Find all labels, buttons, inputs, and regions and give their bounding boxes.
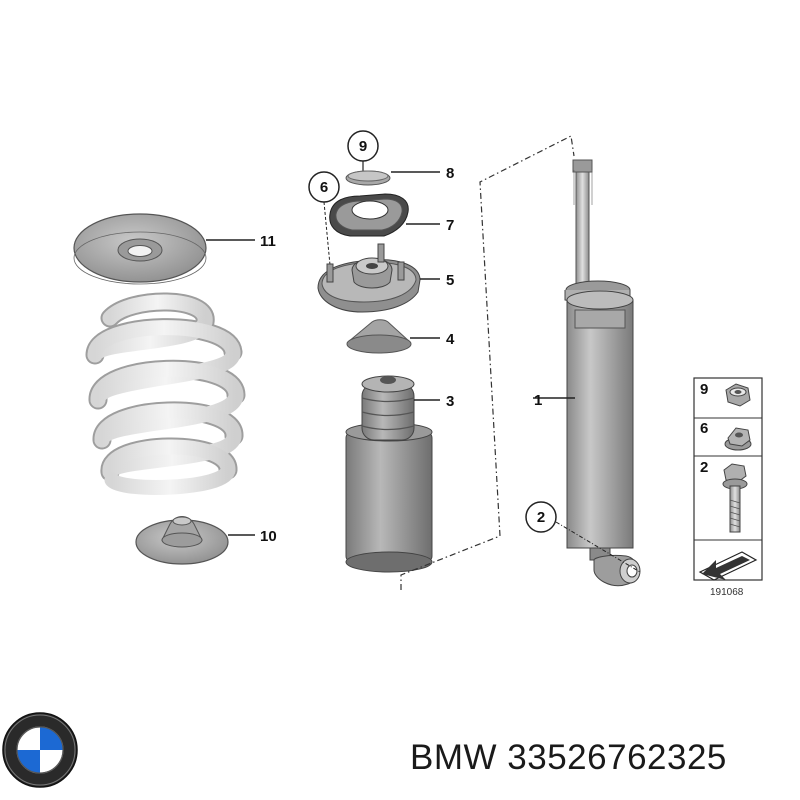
coil-spring-part bbox=[85, 292, 246, 495]
callout-label-6: 6 bbox=[320, 179, 328, 196]
brand-name: BMW bbox=[410, 738, 498, 777]
legend-label-6: 6 bbox=[700, 420, 708, 437]
callout-label-3: 3 bbox=[446, 393, 454, 410]
callout-label-10: 10 bbox=[260, 528, 277, 545]
flange-nut-icon bbox=[724, 427, 752, 451]
diagram-reference-code: 191068 bbox=[710, 587, 744, 598]
assembly-dashed-bracket bbox=[400, 135, 575, 590]
top-mount-part bbox=[317, 243, 421, 313]
direction-arrow-icon bbox=[698, 551, 758, 581]
bump-stop-cap-part bbox=[346, 319, 412, 354]
callout-label-4: 4 bbox=[446, 331, 455, 348]
part-number: 33526762325 bbox=[507, 738, 727, 777]
washer-part bbox=[345, 170, 391, 186]
nyloc-nut-icon bbox=[725, 383, 751, 407]
callout-label-9: 9 bbox=[359, 138, 367, 155]
callout-label-8: 8 bbox=[446, 165, 454, 182]
callout-label-1: 1 bbox=[534, 392, 542, 409]
legend-label-9: 9 bbox=[700, 381, 708, 398]
brand-part-number-caption: BMW 33526762325 bbox=[410, 738, 790, 778]
spring-pad-lower-part bbox=[135, 516, 229, 565]
flange-bolt-icon bbox=[722, 463, 748, 533]
bump-stop-boot-part bbox=[345, 375, 433, 573]
mount-gasket-part bbox=[329, 193, 409, 237]
legend-label-2: 2 bbox=[700, 459, 708, 476]
shock-absorber-part bbox=[564, 159, 641, 586]
callout-label-11: 11 bbox=[260, 233, 276, 250]
hardware-legend-box: 9 6 2 bbox=[693, 377, 763, 581]
bmw-logo bbox=[2, 712, 78, 788]
spring-seat-upper-part bbox=[73, 213, 207, 285]
callout-label-7: 7 bbox=[446, 217, 454, 234]
callout-circle-2 bbox=[525, 501, 557, 533]
callout-label-5: 5 bbox=[446, 272, 454, 289]
callout-label-2: 2 bbox=[537, 509, 545, 526]
